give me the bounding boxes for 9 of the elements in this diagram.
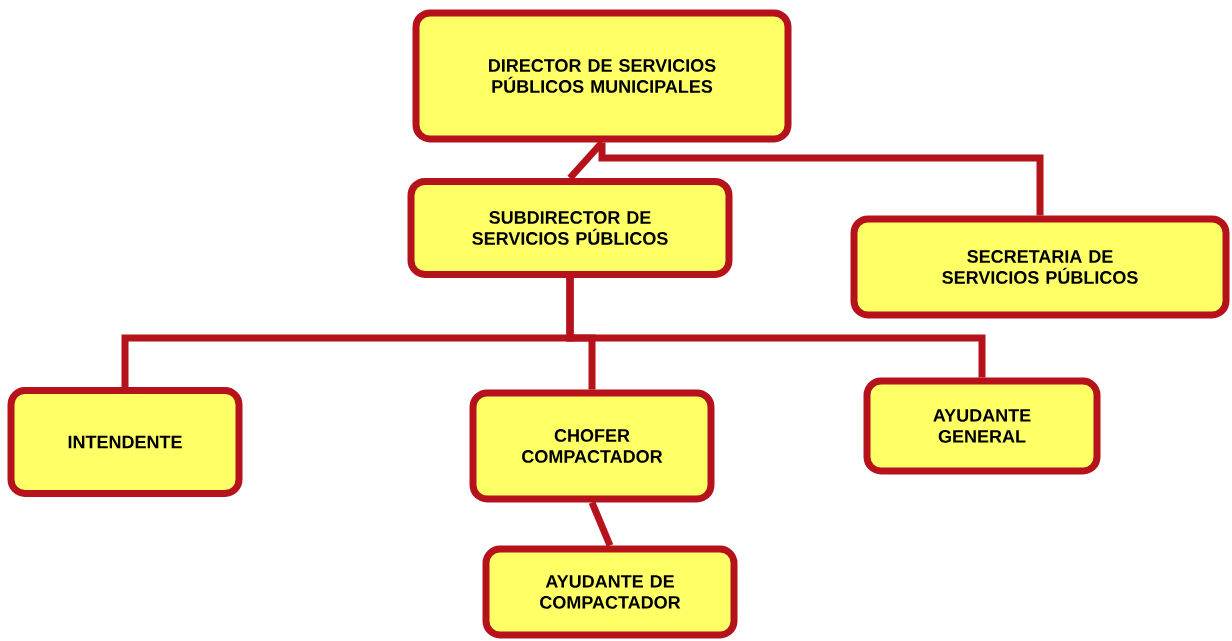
org-box: AYUDANTE GENERAL [863, 377, 1101, 475]
org-box: SUBDIRECTOR DE SERVICIOS PÚBLICOS [407, 178, 733, 278]
org-box: INTENDENTE [7, 387, 243, 497]
connector-line [588, 501, 614, 547]
org-box: DIRECTOR DE SERVICIOS PÚBLICOS MUNICIPALES [412, 9, 792, 143]
org-box: SECRETARIA DE SERVICIOS PÚBLICOS [850, 215, 1230, 319]
connector-line [598, 142, 1044, 216]
org-box: AYUDANTE DE COMPACTADOR [482, 545, 738, 639]
org-box: CHOFER COMPACTADOR [469, 389, 715, 503]
